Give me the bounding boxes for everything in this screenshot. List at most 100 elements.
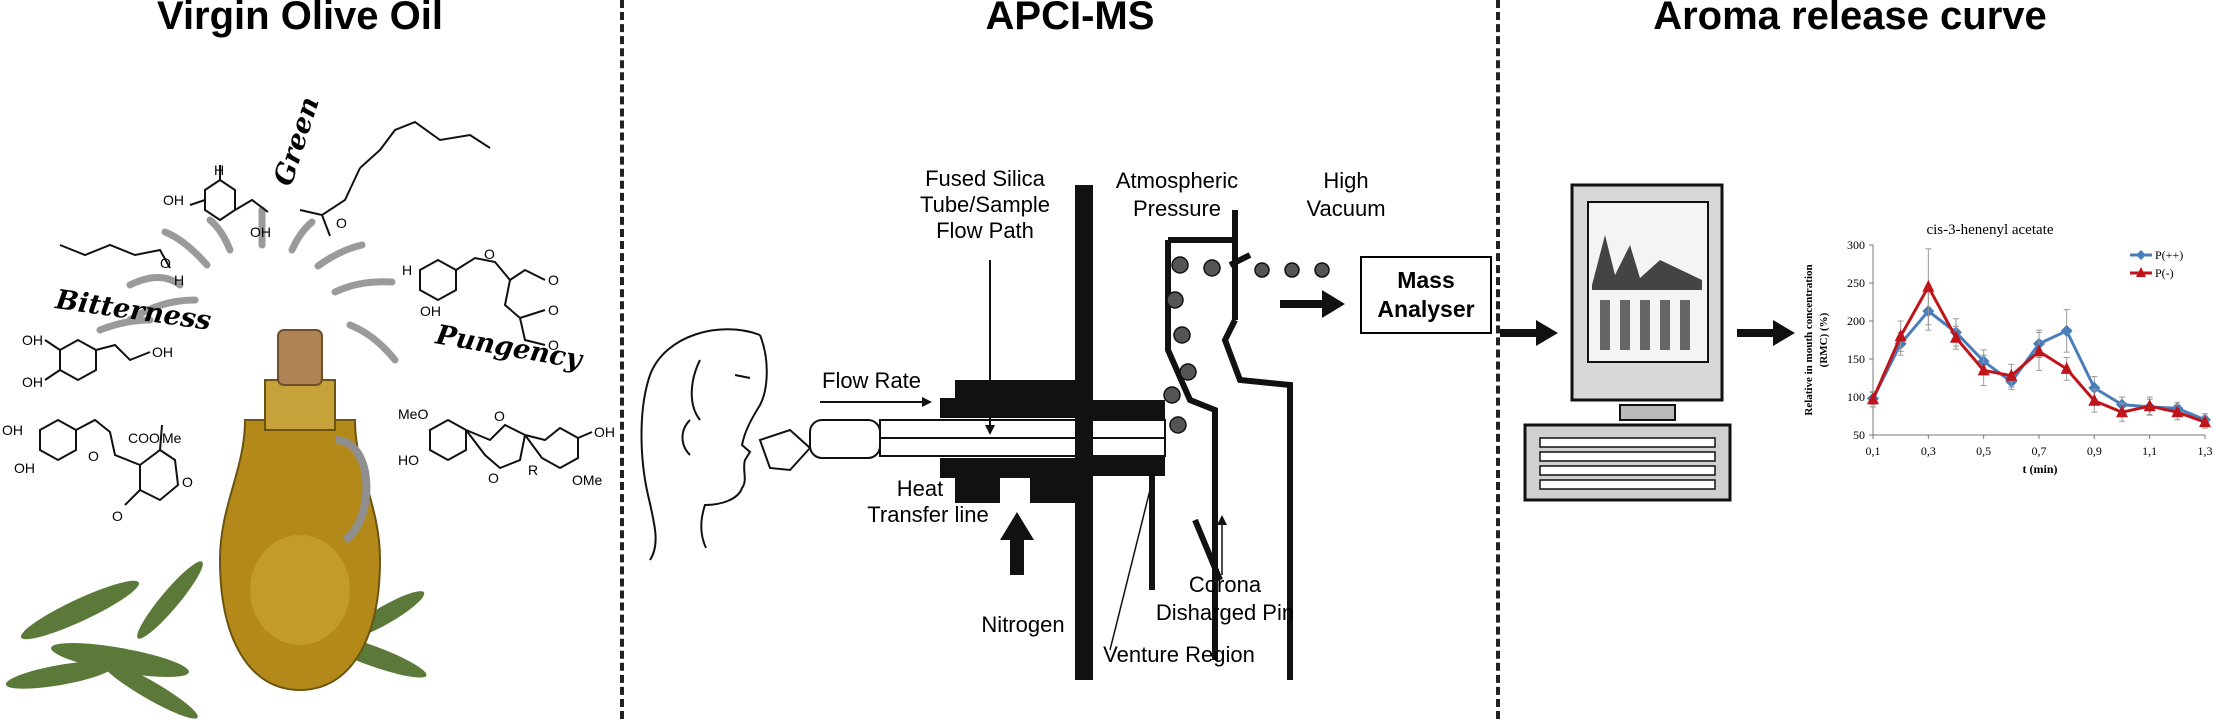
x-tick-label: 0,7 [2032,444,2047,458]
m5-label-oh2: OH [22,374,43,390]
point-diamond [2060,324,2073,337]
nitrogen-arrow [1010,535,1024,575]
point-diamond [2088,381,2101,394]
x-tick-label: 0,5 [1976,444,1991,458]
m7-label-r: R [528,462,539,478]
label-heat-line-1: Heat [896,476,944,501]
arrow-to-chart [1737,320,1795,346]
m4-label-o4: O [548,337,559,353]
radiating-arcs [96,206,399,364]
y-tick-label: 150 [1847,352,1865,366]
m6-label-oh1: OH [2,422,23,438]
sniff-port [758,419,881,472]
m1-label-h: H [214,162,225,178]
molecule-structures [39,120,593,506]
separator-right [1496,0,1500,719]
m6-label-me: Me [162,430,182,446]
m7-label-ho: HO [398,452,419,468]
m4-label-o1: O [484,246,495,262]
m5-label-oh3: OH [152,344,173,360]
source-wall [1075,185,1093,680]
m7-label-ome: OMe [572,472,603,488]
label-corona-2: Disharged Pin [1155,600,1295,625]
mass-analyser-line-1: Mass [1397,267,1455,294]
olive-oil-illustration [5,120,593,719]
panel-title-aroma-release: Aroma release curve [1653,0,2047,38]
label-fused-silica-3: Flow Path [936,218,1034,243]
m6-label-o2: O [182,474,193,490]
y-tick-label: 300 [1847,238,1865,252]
m6-label-oh2: OH [14,460,35,476]
m4-label-h: H [402,262,413,278]
legend-marker [2136,250,2146,260]
olive-leaves [5,561,427,719]
point-triangle [1894,329,1907,342]
m7-label-meo: MeO [398,406,429,422]
arrow-to-computer [1500,320,1558,346]
label-high-vacuum-2: Vacuum [1306,196,1386,221]
point-triangle [2171,405,2184,418]
m6-label-o1: O [88,448,99,464]
legend-marker [2136,267,2146,277]
point-triangle [2005,368,2018,381]
label-fused-silica-1: Fused Silica [925,166,1045,191]
computer-illustration [1523,183,1732,502]
legend-label: P(-) [2155,266,2174,280]
m4-label-oh: OH [420,303,441,319]
point-triangle [2088,393,2101,406]
m6-label-coo: COO [128,430,160,446]
y-tick-label: 100 [1847,390,1865,404]
m2-label-o: O [160,255,171,271]
point-triangle [2116,405,2128,418]
separator-left [620,0,624,719]
mass-analyser-line-2: Analyser [1377,296,1475,322]
x-tick-label: 0,1 [1866,444,1881,458]
point-triangle [1922,279,1935,292]
x-tick-label: 1,1 [2142,444,2157,458]
label-atmospheric-1: Atmospheric [1115,168,1239,193]
m4-label-o2: O [548,272,559,288]
olive-oil-bottle [218,329,382,692]
point-triangle [1867,392,1879,405]
label-corona-1: Corona [1188,572,1262,597]
y-tick-label: 200 [1847,314,1865,328]
point-triangle [1950,330,1962,343]
m7-label-oh: OH [594,424,615,440]
m3-label-o: O [336,215,347,231]
m4-label-o3: O [548,302,559,318]
label-flow-rate: Flow Rate [822,368,922,393]
point-triangle [1977,363,1990,376]
y-axis-label: Relative in mouth concentration [1803,264,1815,415]
y-tick-label: 250 [1847,276,1865,290]
m5-label-oh1: OH [22,332,43,348]
label-heat-line-2: Transfer line [867,502,989,527]
label-nitrogen: Nitrogen [981,612,1065,637]
heat-transfer-line [940,380,1165,503]
point-triangle [2143,399,2156,412]
panel-title-olive-oil: Virgin Olive Oil [156,0,443,38]
m7-label-o2: O [488,470,499,486]
m7-label-o1: O [494,408,505,424]
label-venture-region: Venture Region [1103,642,1255,667]
apci-ms-schematic [640,185,1345,680]
mass-analyser-box: Mass Analyser [1360,256,1492,334]
x-axis-label: t (min) [2023,462,2058,476]
label-high-vacuum-1: High [1323,168,1369,193]
label-fused-silica-2: Tube/Sample [919,192,1051,217]
ion-particles [1163,256,1330,434]
m1-label-oh: OH [163,192,184,208]
venture-pointer [1109,469,1156,651]
x-tick-label: 0,3 [1921,444,1936,458]
m1-label-oh2: OH [250,224,271,240]
x-tick-label: 0,9 [2087,444,2102,458]
m2-label-h: H [174,272,185,288]
point-triangle [2033,344,2045,357]
m6-label-o3: O [112,508,123,524]
y-axis-label: (RMC) (%) [1818,312,1830,367]
point-triangle [2060,361,2073,374]
legend-label: P(++) [2155,248,2183,262]
person-head-sketch [640,328,768,561]
vacuum-arrow [1280,300,1325,308]
chart-title: cis-3-henenyl acetate [1926,222,2053,238]
